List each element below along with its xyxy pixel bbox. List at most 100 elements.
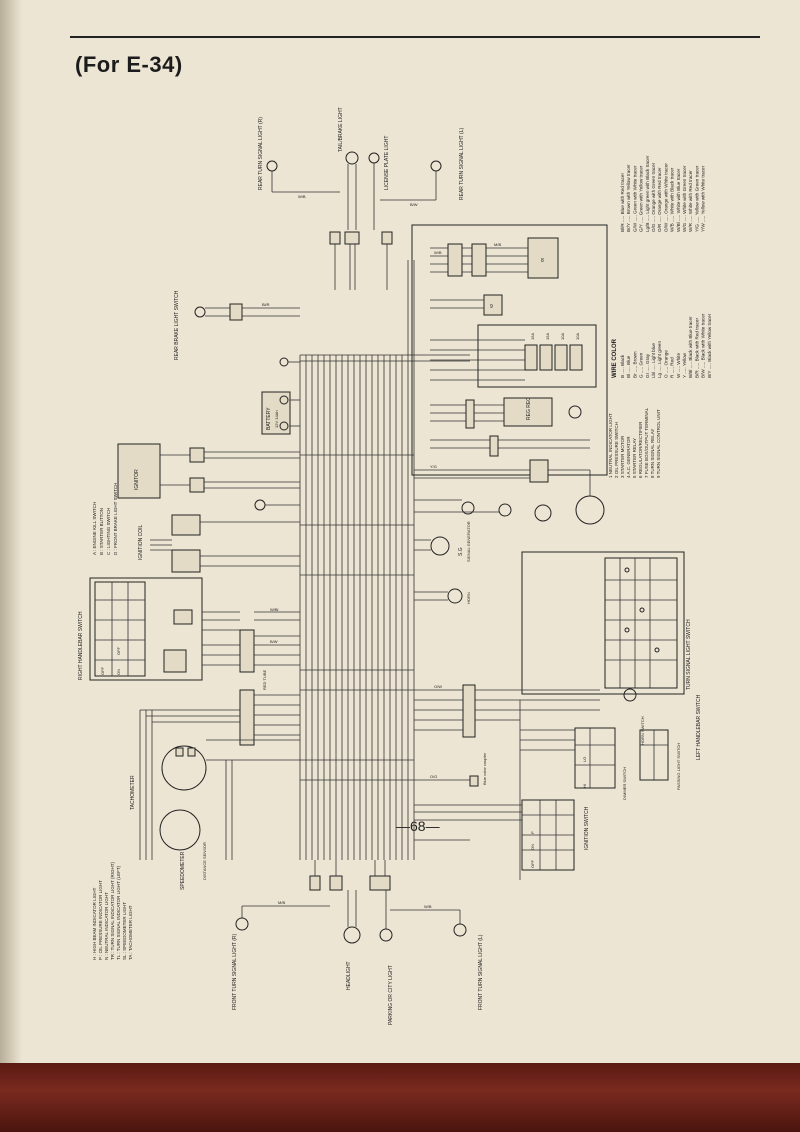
svg-text:3 STARTER MOTOR: 3 STARTER MOTOR: [620, 435, 625, 478]
wire-color-entry: W/B ..... White with Black tracer: [670, 167, 675, 232]
wire-color-entry: G/Y ..... Green with Yellow tracer: [639, 165, 644, 232]
svg-text:TACHOMETER: TACHOMETER: [130, 775, 136, 810]
signal-generator-icon: [430, 536, 450, 556]
svg-text:OFF: OFF: [116, 646, 121, 655]
svg-text:HORN SWITCH: HORN SWITCH: [640, 716, 645, 745]
wire-color-entry: Br ..... Brown: [632, 351, 637, 378]
bulb-icon: [345, 151, 359, 165]
svg-text:9: 9: [490, 304, 493, 310]
wire-color-entry: O/W ..... Orange with White tracer: [663, 163, 668, 232]
harness-crossings: O/G: [300, 454, 479, 841]
main-harness: [299, 260, 470, 860]
svg-text:4 A.C. GENERATOR: 4 A.C. GENERATOR: [626, 436, 631, 478]
svg-text:P : OIL PRESSURE INDICATOR LIG: P : OIL PRESSURE INDICATOR LIGHT: [98, 880, 103, 960]
coupler: [239, 629, 255, 673]
svg-text:HORN: HORN: [466, 592, 471, 604]
svg-text:D : FRONT BRAKE LIGHT SWITCH: D : FRONT BRAKE LIGHT SWITCH: [113, 483, 118, 555]
svg-text:IGNITOR: IGNITOR: [134, 469, 140, 490]
wire-color-entry: W ..... White: [676, 353, 681, 378]
speedometer-icon: [159, 809, 201, 851]
svg-text:2 OIL PRESSURE SWITCH: 2 OIL PRESSURE SWITCH: [614, 422, 619, 478]
wire-code: Y/G: [430, 464, 437, 469]
svg-text:LEFT HANDLEBAR SWITCH: LEFT HANDLEBAR SWITCH: [696, 694, 702, 760]
wire-color-entry: Bl/R ..... Blue with Red tracer: [620, 173, 625, 232]
coupler: [239, 689, 255, 746]
label-license-plate: LICENSE PLATE LIGHT: [384, 136, 390, 190]
wire-color-entry: B/Bl ..... Black with Blue tracer: [688, 316, 693, 378]
svg-text:SIGNAL GENERATOR: SIGNAL GENERATOR: [466, 521, 471, 562]
svg-text:HI: HI: [582, 784, 587, 788]
svg-text:HEADLIGHT: HEADLIGHT: [346, 961, 352, 990]
legend-meter-lights: H : HIGH BEAM INDICATOR LIGHT P : OIL PR…: [92, 861, 133, 960]
label-tail-brake: TAIL/BRAKE LIGHT: [338, 107, 344, 152]
svg-text:OFF: OFF: [530, 859, 535, 868]
wire-code: W/B: [424, 904, 432, 909]
svg-text:DISTANCE SENSOR: DISTANCE SENSOR: [202, 842, 207, 880]
meters: TACHOMETER SPEEDOMETER DISTANCE SENSOR: [130, 709, 300, 890]
bulb-icon: [235, 917, 249, 931]
ignition-coil: IGNITION COIL: [138, 514, 300, 573]
horn-icon: [447, 588, 463, 604]
svg-text:REAR BRAKE LIGHT SWITCH: REAR BRAKE LIGHT SWITCH: [174, 290, 180, 360]
wire-code: O/G: [430, 774, 437, 779]
svg-text:TURN SIGNAL LIGHT SWITCH: TURN SIGNAL LIGHT SWITCH: [686, 619, 692, 690]
bulb-icon: [379, 928, 393, 942]
svg-text:IGNITION SWITCH: IGNITION SWITCH: [584, 806, 590, 850]
svg-text:BATTERY: BATTERY: [266, 407, 272, 430]
svg-text:7 FUSE BOX/OUTPUT TERMINAL: 7 FUSE BOX/OUTPUT TERMINAL: [644, 407, 649, 478]
wire-color-entry: Lg ..... Light green: [657, 341, 662, 378]
svg-text:8 TURN SIGNAL RELAY: 8 TURN SIGNAL RELAY: [650, 429, 655, 478]
svg-text:IGNITION COIL: IGNITION COIL: [138, 525, 144, 561]
legend-numbered: 1 NEUTRAL INDICATOR LIGHT 2 OIL PRESSURE…: [608, 407, 661, 478]
wire-code: W/B: [298, 194, 306, 199]
wire-color-entry: R ..... Red: [670, 357, 675, 378]
right-handlebar-switch: ON OFF OFF RIGHT HANDLEBAR SWITCH: [78, 577, 240, 681]
turn-signal-relay: [527, 237, 559, 279]
legend-right-switch: A : ENGINE KILL SWITCH B : STARTER BUTTO…: [92, 483, 118, 555]
wire-color-entry: B/W ..... Black with White tracer: [701, 313, 706, 378]
neutral-indicator-icon: [461, 501, 475, 515]
wire-code: B/W: [410, 202, 418, 207]
wire-code: M/B: [278, 900, 285, 905]
wire-color-entry: Lbl ..... Light blue: [651, 343, 656, 378]
wire-color-entry: O/R ..... Orange with Red tracer: [657, 167, 662, 232]
svg-text:FRONT TURN SIGNAL LIGHT (R): FRONT TURN SIGNAL LIGHT (R): [232, 933, 238, 1010]
wire-code: W/B: [434, 250, 442, 255]
rear-lights-group: REAR TURN SIGNAL LIGHT (R) TAIL/BRAKE LI…: [258, 107, 465, 290]
fuse-box: [477, 324, 597, 388]
svg-text:S.G: S.G: [458, 547, 464, 556]
svg-text:10A: 10A: [560, 333, 565, 340]
svg-text:RIGHT HANDLEBAR SWITCH: RIGHT HANDLEBAR SWITCH: [78, 611, 84, 680]
svg-text:15A: 15A: [530, 333, 535, 340]
wire-code: B/W: [270, 639, 278, 644]
svg-text:12V 14Ah: 12V 14Ah: [274, 410, 279, 428]
wire-color-entry: W/Bl ..... White with Blue tracer: [676, 168, 681, 232]
wire-color-entry: O/G ..... Orange with Green tracer: [651, 162, 656, 232]
svg-text:LO: LO: [582, 757, 587, 762]
wiring-diagram: REAR TURN SIGNAL LIGHT (R) TAIL/BRAKE LI…: [78, 107, 712, 1025]
svg-text:PARKING OR CITY LIGHT: PARKING OR CITY LIGHT: [388, 965, 394, 1025]
svg-text:PASSING LIGHT SWITCH: PASSING LIGHT SWITCH: [676, 743, 681, 790]
wire-color-entry: Lg/B ..... Light green with Black tracer: [645, 155, 650, 232]
wire-code: M/B: [494, 242, 501, 247]
wire-color-entry: G/W ..... Green with White tracer: [632, 165, 637, 232]
bulb-icon: [368, 152, 380, 164]
tachometer-icon: [161, 745, 207, 791]
svg-text:B : STARTER BUTTON: B : STARTER BUTTON: [99, 508, 104, 555]
starter-relay: [529, 459, 549, 483]
svg-text:TA : TACHOMETER LIGHT: TA : TACHOMETER LIGHT: [128, 905, 133, 960]
wire-color-entry: Gr ..... Gray: [645, 353, 650, 378]
oil-pressure-switch-icon: [498, 503, 512, 517]
svg-text:8: 8: [541, 258, 544, 264]
svg-text:N : NEUTRAL INDICATOR LIGHT: N : NEUTRAL INDICATOR LIGHT: [104, 892, 109, 960]
battery: BATTERY 12V 14Ah: [261, 357, 300, 435]
svg-text:10A: 10A: [575, 333, 580, 340]
svg-text:A : ENGINE KILL SWITCH: A : ENGINE KILL SWITCH: [92, 502, 97, 555]
svg-text:9 TURN SIGNAL CONTROL UNIT: 9 TURN SIGNAL CONTROL UNIT: [656, 409, 661, 478]
wire-color-entry: B ..... Black: [620, 354, 625, 378]
wire-color-entry: B/R ..... Black with Red tracer: [694, 318, 699, 378]
svg-text:SPEEDOMETER: SPEEDOMETER: [180, 851, 186, 890]
svg-text:ON: ON: [530, 844, 535, 850]
svg-text:5 STARTER RELAY: 5 STARTER RELAY: [632, 438, 637, 478]
wire-color-entry: Y/G ..... Yellow with Green tracer: [694, 165, 699, 232]
